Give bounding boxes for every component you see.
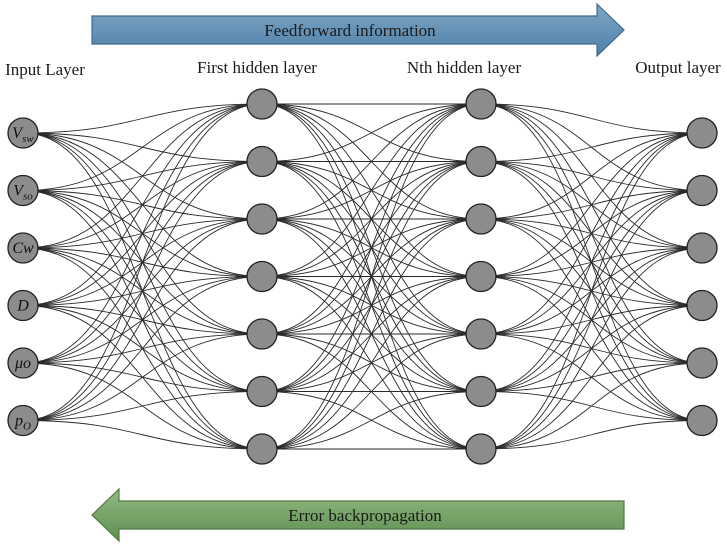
output-node-5 bbox=[686, 347, 718, 379]
input-node-label-3: Cw bbox=[12, 240, 34, 257]
nth-hidden-layer-label: Nth hidden layer bbox=[407, 58, 522, 77]
output-node-4 bbox=[686, 289, 718, 322]
input-node-label-4: D bbox=[16, 298, 29, 315]
first-hidden-node-2 bbox=[246, 145, 278, 178]
connection-line bbox=[480, 132, 703, 392]
connection-line bbox=[480, 103, 703, 134]
nodes bbox=[7, 88, 718, 465]
connection-line bbox=[261, 103, 482, 392]
first-hidden-node-6 bbox=[246, 375, 278, 408]
connection-line bbox=[480, 132, 703, 277]
feedforward-arrow: Feedforward information bbox=[91, 2, 625, 58]
connection-line bbox=[22, 391, 263, 421]
first-hidden-node-7 bbox=[246, 433, 278, 465]
nth-hidden-node-1 bbox=[465, 88, 497, 120]
connection-line bbox=[261, 103, 482, 220]
backpropagation-arrow: Error backpropagation bbox=[91, 487, 625, 543]
connection-line bbox=[261, 103, 482, 450]
connection-line bbox=[261, 103, 482, 277]
input-node-4 bbox=[7, 289, 39, 322]
connection-line bbox=[22, 103, 263, 134]
connection-line bbox=[261, 391, 482, 450]
connection-line bbox=[261, 218, 482, 450]
nth-hidden-node-2 bbox=[465, 145, 497, 178]
connection-line bbox=[261, 103, 482, 335]
first-hidden-node-3 bbox=[246, 203, 278, 235]
output-layer-label: Output layer bbox=[635, 58, 721, 77]
output-node-6 bbox=[686, 404, 718, 437]
connection-line bbox=[480, 132, 703, 162]
connection-line bbox=[22, 103, 263, 249]
connection-line bbox=[22, 333, 263, 421]
input-node-1 bbox=[7, 117, 39, 149]
connection-line bbox=[22, 103, 263, 191]
connections bbox=[22, 103, 703, 450]
input-layer-label: Input Layer bbox=[5, 60, 85, 79]
first-hidden-node-4 bbox=[246, 260, 278, 293]
connection-line bbox=[261, 276, 482, 450]
connection-line bbox=[22, 218, 263, 421]
first-hidden-node-5 bbox=[246, 318, 278, 350]
input-node-2 bbox=[7, 174, 39, 207]
nth-hidden-node-4 bbox=[465, 260, 497, 293]
output-node-2 bbox=[686, 174, 718, 207]
nth-hidden-node-6 bbox=[465, 375, 497, 408]
connection-line bbox=[22, 276, 263, 421]
nth-hidden-node-5 bbox=[465, 318, 497, 350]
input-node-6 bbox=[7, 404, 39, 437]
connection-line bbox=[480, 420, 703, 450]
input-node-label-6: pO bbox=[14, 413, 31, 433]
first-hidden-layer-label: First hidden layer bbox=[197, 58, 317, 77]
connection-line bbox=[261, 333, 482, 450]
connection-line bbox=[22, 103, 263, 306]
input-node-label-5: μo bbox=[14, 355, 31, 372]
connection-line bbox=[480, 132, 703, 220]
connection-line bbox=[261, 161, 482, 450]
connection-line bbox=[480, 305, 703, 450]
input-node-label-2: Vso bbox=[13, 183, 33, 203]
connection-line bbox=[480, 132, 703, 335]
input-node-3 bbox=[7, 232, 39, 264]
connection-line bbox=[480, 190, 703, 450]
backpropagation-label: Error backpropagation bbox=[288, 506, 442, 525]
first-hidden-node-1 bbox=[246, 88, 278, 120]
feedforward-label: Feedforward information bbox=[264, 21, 436, 40]
output-node-3 bbox=[686, 232, 718, 264]
connection-line bbox=[480, 247, 703, 450]
connection-line bbox=[22, 161, 263, 421]
connection-line bbox=[480, 132, 703, 450]
connection-line bbox=[261, 103, 482, 162]
nth-hidden-node-7 bbox=[465, 433, 497, 465]
nth-hidden-node-3 bbox=[465, 203, 497, 235]
connection-line bbox=[22, 420, 263, 450]
input-node-label-1: Vsw bbox=[12, 125, 34, 145]
feedforward-arrow-shape bbox=[91, 2, 625, 58]
input-node-5 bbox=[7, 347, 39, 379]
connection-line bbox=[22, 103, 263, 364]
connection-line bbox=[22, 103, 263, 421]
connection-line bbox=[480, 362, 703, 450]
output-node-1 bbox=[686, 117, 718, 149]
backpropagation-arrow-shape bbox=[91, 487, 625, 543]
